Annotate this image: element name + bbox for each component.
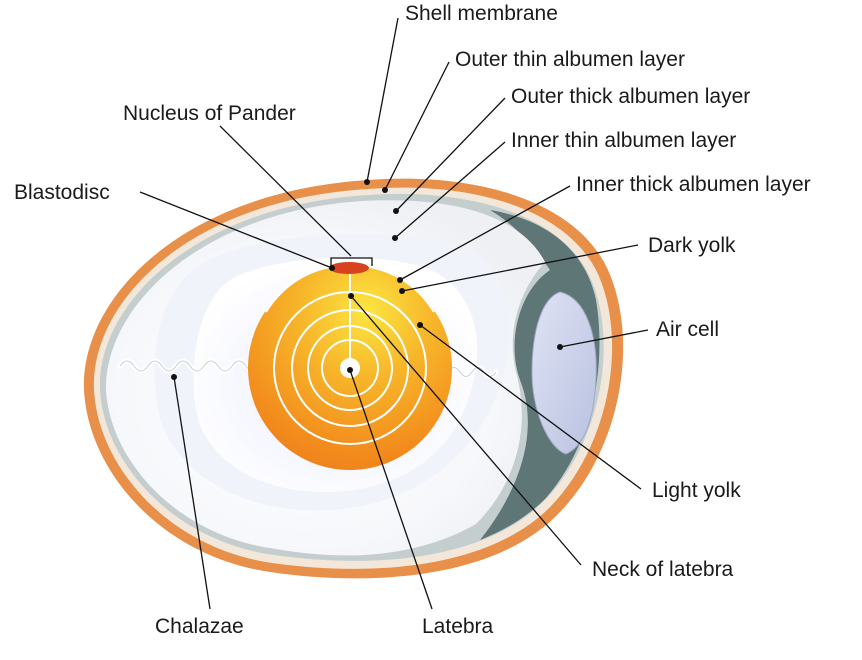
label-outer-thick-albumen: Outer thick albumen layer (511, 85, 750, 108)
dot-blastodisc (329, 265, 335, 271)
leader-outer-thin-albumen (384, 61, 450, 191)
air-cell (531, 291, 597, 455)
label-outer-thin-albumen: Outer thin albumen layer (455, 48, 685, 71)
leader-nucleus-of-pander (219, 125, 352, 257)
label-neck-of-latebra: Neck of latebra (592, 558, 734, 581)
leader-chalazae (173, 376, 211, 610)
leader-outer-thick-albumen (395, 97, 506, 212)
dot-outer-thick-albumen (393, 208, 399, 214)
label-dark-yolk: Dark yolk (648, 234, 736, 257)
labels: Shell membrane Outer thin albumen layer … (14, 2, 811, 638)
dot-dark-yolk (399, 288, 405, 294)
yolk-layers (273, 262, 427, 445)
leader-dark-yolk (401, 244, 639, 292)
label-chalazae: Chalazae (155, 615, 244, 638)
label-inner-thin-albumen: Inner thin albumen layer (511, 129, 736, 152)
leader-latebra (349, 369, 433, 610)
nucleus-of-pander-bracket (330, 257, 373, 266)
label-nucleus-of-pander: Nucleus of Pander (123, 102, 296, 125)
dot-light-yolk (417, 322, 423, 328)
dot-inner-thick-albumen (397, 277, 403, 283)
dot-outer-thin-albumen (382, 187, 388, 193)
leader-shell-membrane (366, 17, 399, 183)
dot-shell-membrane (364, 179, 370, 185)
label-inner-thick-albumen: Inner thick albumen layer (576, 173, 811, 196)
leader-inner-thick-albumen (399, 185, 571, 281)
dot-inner-thin-albumen (392, 235, 398, 241)
leader-light-yolk (419, 324, 642, 490)
leader-neck-of-latebra (350, 295, 582, 566)
leader-lines (139, 17, 649, 610)
dot-air-cell (557, 344, 563, 350)
blastodisc (329, 262, 369, 274)
label-latebra: Latebra (422, 615, 494, 638)
label-blastodisc: Blastodisc (14, 181, 110, 204)
dot-neck-of-latebra (348, 293, 354, 299)
leader-blastodisc (139, 191, 333, 269)
label-shell-membrane: Shell membrane (405, 2, 558, 25)
dot-latebra (347, 367, 353, 373)
label-air-cell: Air cell (656, 318, 719, 341)
leader-inner-thin-albumen (394, 141, 506, 239)
label-light-yolk: Light yolk (652, 479, 741, 502)
leader-air-cell (559, 329, 649, 348)
dot-chalazae (171, 374, 177, 380)
